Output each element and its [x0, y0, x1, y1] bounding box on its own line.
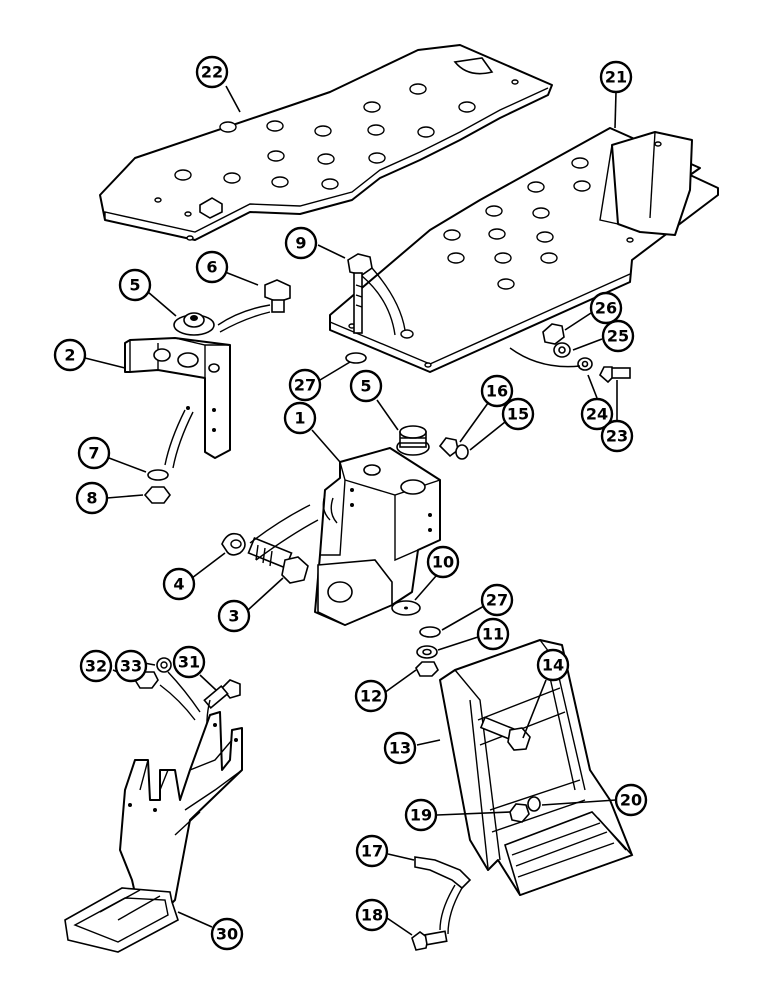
svg-text:19: 19 — [410, 806, 432, 825]
svg-text:26: 26 — [595, 299, 617, 318]
callout-21: 21 — [599, 60, 633, 94]
svg-text:5: 5 — [129, 276, 140, 295]
callout-23: 23 — [600, 419, 634, 453]
callout-3: 3 — [217, 599, 251, 633]
svg-text:12: 12 — [360, 687, 382, 706]
callout-14: 14 — [536, 648, 570, 682]
callout-4: 4 — [162, 567, 196, 601]
callout-13: 13 — [383, 731, 417, 765]
svg-text:24: 24 — [586, 405, 608, 424]
callout-32: 32 — [79, 649, 113, 683]
callout-31: 31 — [172, 645, 206, 679]
svg-text:25: 25 — [607, 327, 629, 346]
svg-text:8: 8 — [86, 489, 97, 508]
callout-18: 18 — [355, 898, 389, 932]
clip-17 — [414, 856, 472, 890]
leader-lines — [84, 85, 618, 936]
lockwasher-4 — [221, 532, 246, 556]
step-30 — [64, 711, 243, 953]
svg-text:11: 11 — [482, 625, 504, 644]
callout-30: 30 — [210, 917, 244, 951]
washer-15 — [455, 444, 469, 460]
bolt-3 — [247, 504, 319, 584]
svg-text:32: 32 — [85, 657, 107, 676]
callout-33: 33 — [114, 649, 148, 683]
callout-27-upper: 27 — [288, 368, 322, 402]
bracket-2 — [124, 337, 231, 469]
callout-15: 15 — [501, 397, 535, 431]
callout-22: 22 — [195, 55, 229, 89]
washer-7 — [147, 469, 169, 481]
nut-16 — [438, 437, 459, 458]
plate-right-studs — [348, 141, 662, 368]
svg-text:22: 22 — [201, 63, 223, 82]
svg-text:30: 30 — [216, 925, 238, 944]
callout-10: 10 — [426, 545, 460, 579]
bolt-6 — [217, 279, 291, 333]
svg-text:5: 5 — [360, 377, 371, 396]
callout-12: 12 — [354, 679, 388, 713]
callout-6: 6 — [195, 250, 229, 284]
svg-text:13: 13 — [389, 739, 411, 758]
step-13 — [439, 639, 634, 897]
main-bracket-1 — [314, 447, 441, 626]
callout-8: 8 — [75, 481, 109, 515]
svg-text:3: 3 — [228, 607, 239, 626]
callout-16: 16 — [480, 374, 514, 408]
callout-25: 25 — [601, 319, 635, 353]
callout-26: 26 — [589, 291, 623, 325]
callout-17: 17 — [355, 834, 389, 868]
callout-24: 24 — [580, 397, 614, 431]
svg-text:27: 27 — [486, 591, 508, 610]
callout-20: 20 — [614, 783, 648, 817]
svg-text:31: 31 — [178, 653, 200, 672]
callout-5-upper: 5 — [118, 268, 152, 302]
plate-left-studs — [154, 79, 519, 241]
hardware-10-12 — [391, 600, 441, 677]
svg-text:20: 20 — [620, 791, 642, 810]
callout-19: 19 — [404, 798, 438, 832]
rubber-mount-5-upper — [173, 312, 215, 336]
svg-text:6: 6 — [206, 258, 217, 277]
svg-text:9: 9 — [295, 234, 306, 253]
nut-8 — [143, 486, 171, 504]
callout-7: 7 — [77, 436, 111, 470]
callout-27-lower: 27 — [480, 583, 514, 617]
hardware-23-26 — [509, 323, 631, 384]
svg-text:2: 2 — [64, 346, 75, 365]
svg-text:27: 27 — [294, 376, 316, 395]
bolt-14 — [479, 716, 531, 751]
callout-1: 1 — [283, 401, 317, 435]
svg-text:21: 21 — [605, 68, 627, 87]
callout-11: 11 — [476, 617, 510, 651]
svg-text:1: 1 — [294, 409, 305, 428]
svg-text:4: 4 — [173, 575, 184, 594]
callout-9: 9 — [284, 226, 318, 260]
svg-text:10: 10 — [432, 553, 454, 572]
svg-text:15: 15 — [507, 405, 529, 424]
washer-27-upper — [345, 352, 367, 364]
svg-text:17: 17 — [361, 842, 383, 861]
svg-text:18: 18 — [361, 906, 383, 925]
svg-text:14: 14 — [542, 656, 564, 675]
nut-19 — [509, 803, 530, 823]
svg-text:7: 7 — [88, 444, 99, 463]
bolt-18 — [411, 930, 448, 951]
floor-plate-right — [329, 127, 719, 373]
svg-text:23: 23 — [606, 427, 628, 446]
callout-5-lower: 5 — [349, 369, 383, 403]
floor-plate-left — [99, 44, 553, 241]
rubber-mount-5-lower — [396, 425, 430, 456]
svg-text:16: 16 — [486, 382, 508, 401]
svg-text:33: 33 — [120, 657, 142, 676]
callout-2: 2 — [53, 338, 87, 372]
bolt-9 — [347, 253, 406, 336]
washer-20 — [527, 796, 541, 812]
